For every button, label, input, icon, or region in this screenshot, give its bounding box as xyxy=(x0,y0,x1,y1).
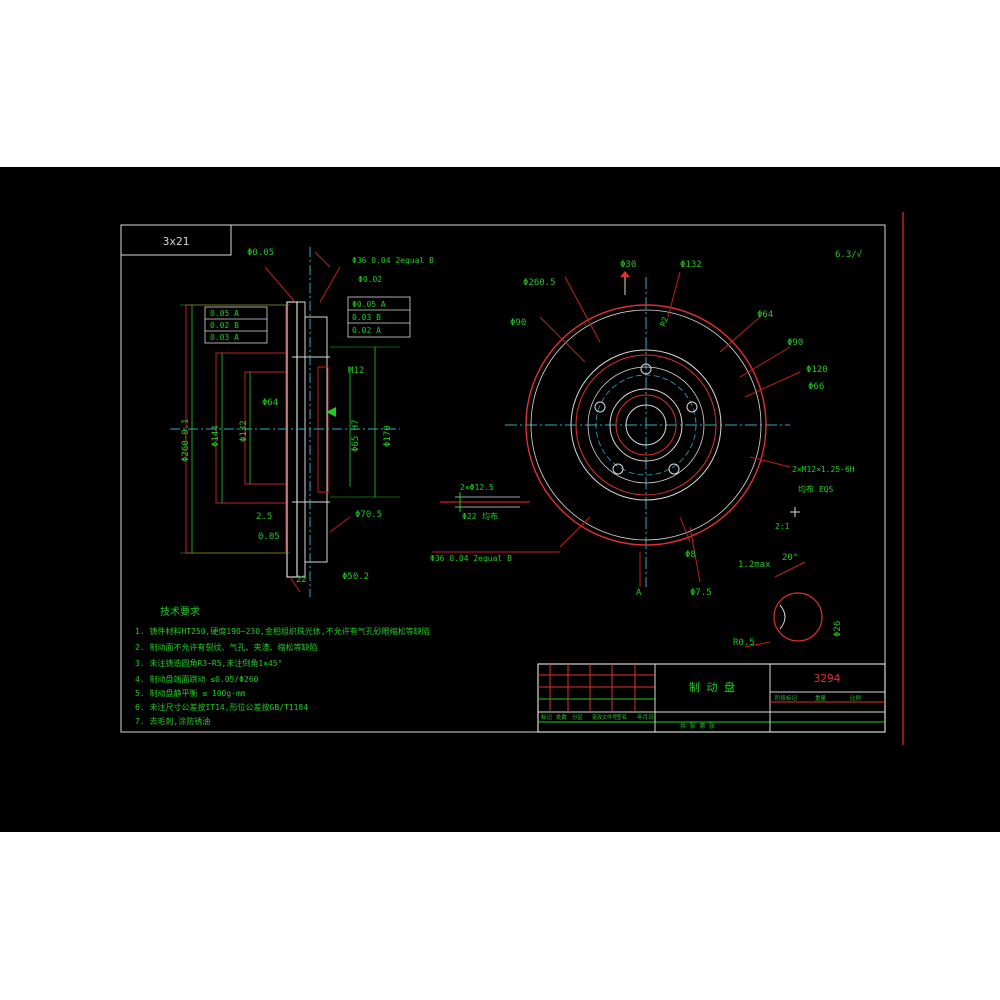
drawing-title: 制 动 盘 xyxy=(689,680,735,694)
front-callout-9: Φ66 xyxy=(808,382,824,392)
title-block: 制 动 盘 3294 标记 处数 分区 更改文件号 签名 年月日 阶段标记 重量… xyxy=(537,663,886,733)
cad-drawing-viewport: 3x21 6.3/√ Φ0 xyxy=(0,167,1000,832)
tb-scale-1: 阶段标记 xyxy=(775,694,798,702)
dim-bottom-2: 0.05 xyxy=(258,532,280,542)
dim-left-2: Φ144 xyxy=(211,425,221,447)
dim-bottom-1: 2.5 xyxy=(256,512,272,522)
tb-row-label-3: 分区 xyxy=(572,713,584,721)
tb-row-label-5: 签名 xyxy=(616,713,627,721)
tb-row-label-6: 年月日 xyxy=(637,713,654,721)
left-callout-3: 均布 xyxy=(482,511,498,521)
tol-left-1: 0.05 A xyxy=(210,309,239,318)
dim-left-1: Φ260-0.1 xyxy=(181,419,191,462)
roughness-mark: 6.3/√ xyxy=(835,249,863,260)
note-1: 1. 铸件材料HT250,硬度190~230,金相组织珠光体,不允许有气孔砂眼缩… xyxy=(135,626,430,636)
tol-right-1: Φ0.05 A xyxy=(352,300,386,309)
dim-bottom-3: 22 xyxy=(296,575,307,585)
dim-mid-1: Φ64 xyxy=(262,398,278,408)
detail-label-1: 1.2max xyxy=(738,560,771,570)
drawing-number: 3294 xyxy=(814,672,841,685)
note-7: 7. 去毛刺,涂防锈油 xyxy=(135,716,210,726)
tolerance-frame-left: 0.05 A 0.02 B 0.03 A xyxy=(204,306,268,344)
corner-code: 3x21 xyxy=(163,235,190,248)
dim-mid-3: Φ65 H7 xyxy=(351,419,361,452)
front-callout-5: R2 xyxy=(658,315,670,327)
tb-footer: 共 张 第 张 xyxy=(680,722,715,730)
front-callout-1: Φ260.5 xyxy=(523,278,556,288)
cad-drawing: 3x21 6.3/√ Φ0 xyxy=(120,212,904,745)
tb-row-label-1: 标记 xyxy=(541,713,553,721)
front-callout-8: Φ120 xyxy=(806,365,828,375)
section-callout-1: Φ0.05 xyxy=(247,248,274,258)
front-callout-6: Φ64 xyxy=(757,310,773,320)
left-callout-1: 2×Φ12.5 xyxy=(460,483,494,492)
section-view xyxy=(170,247,400,597)
corner-code-box xyxy=(120,224,232,256)
notes-heading: 技术要求 xyxy=(160,605,200,618)
front-view xyxy=(432,271,801,587)
front-callout-4: Φ90 xyxy=(510,318,526,328)
note-3: 3. 未注铸造圆角R3~R5,未注倒角1×45° xyxy=(135,658,282,668)
front-small-4: A xyxy=(636,588,642,598)
left-callout-2: Φ22 xyxy=(462,512,477,521)
drawing-frame xyxy=(120,224,886,733)
front-callout-3: Φ132 xyxy=(680,260,702,270)
front-small-1: 2:1 xyxy=(775,522,790,531)
detail-label-2: 20° xyxy=(782,553,798,563)
front-callout-2: Φ30 xyxy=(620,260,636,270)
front-small-2: Φ8 xyxy=(685,550,696,560)
tb-scale-3: 比例 xyxy=(850,694,862,702)
tol-left-2: 0.02 B xyxy=(210,321,239,330)
dim-left-3: Φ132 xyxy=(239,420,249,442)
bottom-callout: Φ36 0.04 2equal B xyxy=(430,554,512,563)
detail-label-3: Φ26 xyxy=(833,621,843,637)
dim-mid-2: M12 xyxy=(348,366,364,376)
dim-right-1: Φ70.5 xyxy=(355,510,382,520)
note-4: 4. 制动盘端面跳动 ≤0.05/Φ260 xyxy=(135,674,259,684)
tolerance-frame-right: Φ0.05 A 0.03 B 0.02 A xyxy=(347,296,411,338)
technical-notes: 技术要求 1. 铸件材料HT250,硬度190~230,金相组织珠光体,不允许有… xyxy=(135,605,430,726)
detail-view xyxy=(744,561,823,648)
note-6: 6. 未注尺寸公差按IT14,形位公差按GB/T1184 xyxy=(135,702,308,712)
tol-right-3: 0.02 A xyxy=(352,326,381,335)
tb-row-label-2: 处数 xyxy=(556,713,568,721)
tb-row-label-4: 更改文件号 xyxy=(592,714,617,721)
dim-mid-4: Φ170 xyxy=(383,425,393,447)
tol-right-2: 0.03 B xyxy=(352,313,381,322)
dim-bottom-4: Φ50.2 xyxy=(342,572,369,582)
front-small-3: Φ7.5 xyxy=(690,588,712,598)
tol-left-3: 0.03 A xyxy=(210,333,239,342)
right-callout-2: 均布 EQS xyxy=(798,484,833,494)
detail-label-4: R0.5 xyxy=(733,638,755,648)
note-5: 5. 制动盘静平衡 ≤ 100g·mm xyxy=(135,688,246,698)
right-callout-1: 2×M12×1.25-6H xyxy=(792,465,855,474)
section-callout-3: Φ0.02 xyxy=(358,275,382,284)
tb-scale-2: 重量 xyxy=(815,694,827,702)
note-2: 2. 制动面不允许有裂纹、气孔、夹渣、缩松等缺陷 xyxy=(135,642,317,652)
front-callout-7: Φ90 xyxy=(787,338,803,348)
section-callout-2: Φ36 0.04 2equal B xyxy=(352,256,434,265)
